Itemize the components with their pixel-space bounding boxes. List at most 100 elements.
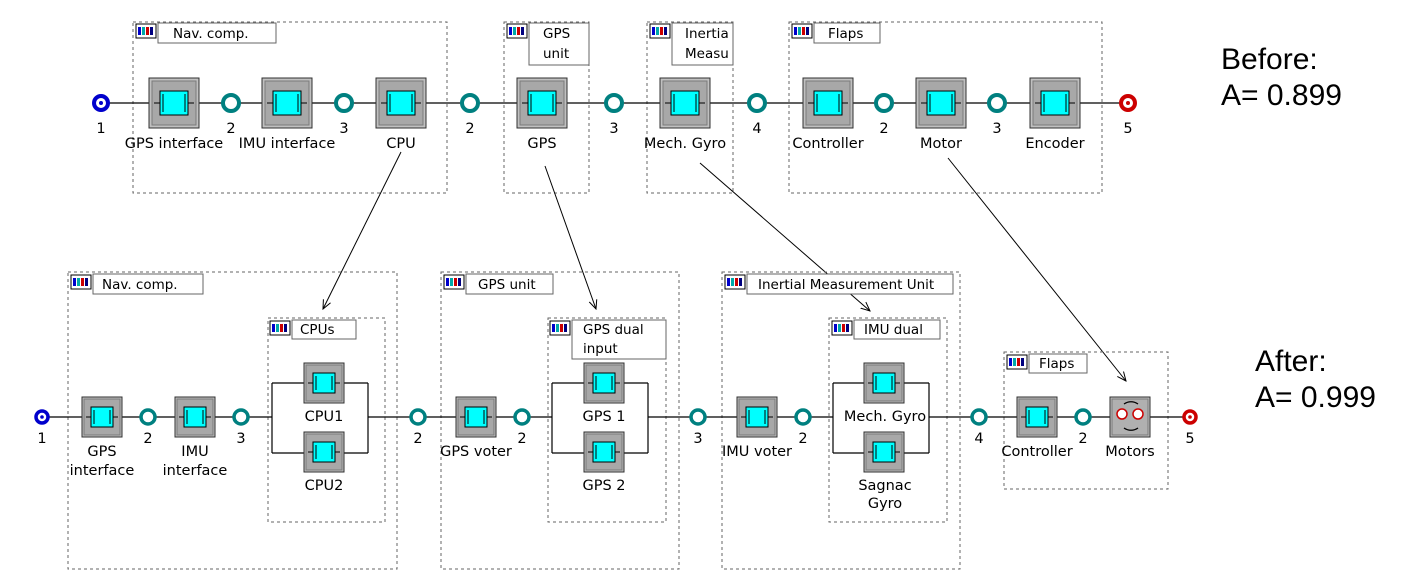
group-title: Flaps bbox=[828, 26, 863, 42]
block-cpu[interactable]: CPU bbox=[375, 77, 427, 152]
block-label-line2: interface bbox=[70, 463, 135, 479]
group-title: Nav. comp. bbox=[173, 26, 249, 42]
arrow-gps-to-gps-dual bbox=[544, 165, 596, 309]
node: 4 bbox=[970, 408, 988, 447]
block-label: GPS 2 bbox=[582, 478, 625, 494]
block-group-icon bbox=[506, 23, 528, 39]
group-title-line1: GPS dual bbox=[583, 322, 644, 338]
node-label: 4 bbox=[974, 431, 983, 447]
block-controller[interactable]: Controller bbox=[1001, 396, 1073, 460]
block-label: Motors bbox=[1105, 444, 1154, 460]
block-label-line2: Gyro bbox=[868, 496, 902, 512]
before-group-inertial: Inertia Measu bbox=[646, 21, 734, 194]
node-label: 3 bbox=[693, 431, 702, 447]
block-label: Encoder bbox=[1025, 136, 1084, 152]
node: 2 bbox=[513, 408, 531, 447]
block-gps[interactable]: GPS bbox=[516, 77, 568, 152]
end-node: 5 bbox=[1119, 94, 1137, 137]
node-label: 3 bbox=[339, 121, 348, 137]
node-label: 2 bbox=[517, 431, 526, 447]
node: 2 bbox=[139, 408, 157, 447]
block-label: CPU1 bbox=[305, 409, 344, 425]
block-label-line1: IMU bbox=[181, 444, 208, 460]
group-title: Inertial Measurement Unit bbox=[758, 277, 934, 293]
block-cpu2[interactable]: CPU2 bbox=[303, 431, 345, 494]
block-group-icon bbox=[549, 320, 571, 336]
block-label-line2: interface bbox=[163, 463, 228, 479]
block-label: GPS 1 bbox=[582, 409, 625, 425]
mapping-arrows bbox=[323, 151, 1126, 381]
group-title: IMU dual bbox=[864, 322, 923, 338]
block-label: Controller bbox=[1001, 444, 1072, 460]
block-gps-interface[interactable]: GPS interface bbox=[70, 396, 135, 479]
group-title: Nav. comp. bbox=[102, 277, 178, 293]
after-group-flaps: Flaps bbox=[1003, 351, 1169, 490]
block-gps1[interactable]: GPS 1 bbox=[582, 362, 626, 425]
before-group-flaps: Flaps bbox=[788, 21, 1103, 194]
block-sagnac-gyro[interactable]: Sagnac Gyro bbox=[858, 431, 912, 512]
node-label: 5 bbox=[1123, 121, 1132, 137]
group-title-line2: Measu bbox=[685, 46, 729, 62]
group-title-line2: unit bbox=[543, 46, 569, 62]
block-group-icon bbox=[724, 274, 746, 290]
group-title-line2: input bbox=[583, 341, 618, 357]
group-title-line1: GPS bbox=[543, 26, 570, 42]
block-cpu1[interactable]: CPU1 bbox=[303, 362, 345, 425]
node: 3 bbox=[987, 93, 1007, 137]
block-group-icon bbox=[649, 23, 671, 39]
node-label: 2 bbox=[413, 431, 422, 447]
after-group-gps-dual: GPS dual input bbox=[547, 317, 667, 523]
block-gps-interface[interactable]: GPS interface bbox=[125, 77, 224, 152]
block-group-icon bbox=[831, 320, 853, 336]
block-label-line1: Sagnac bbox=[858, 478, 911, 494]
node: 4 bbox=[747, 93, 767, 137]
node-label: 1 bbox=[37, 431, 46, 447]
block-imu-interface[interactable]: IMU interface bbox=[239, 77, 336, 152]
node: 2 bbox=[1074, 408, 1092, 447]
node-label: 2 bbox=[879, 121, 888, 137]
block-label: GPS bbox=[527, 136, 556, 152]
block-mech-gyro[interactable]: Mech. Gyro bbox=[644, 77, 726, 152]
block-gps-voter[interactable]: GPS voter bbox=[440, 396, 512, 460]
node-label: 2 bbox=[226, 121, 235, 137]
node-label: 1 bbox=[96, 121, 105, 137]
block-group-icon bbox=[135, 23, 157, 39]
after-group-gps-unit: GPS unit bbox=[440, 271, 680, 570]
block-mech-gyro[interactable]: Mech. Gyro bbox=[844, 362, 926, 425]
node: 3 bbox=[232, 408, 250, 447]
block-group-icon bbox=[70, 274, 92, 290]
after-group-cpus: CPUs bbox=[267, 317, 386, 523]
node: 2 bbox=[221, 93, 241, 137]
block-group-icon bbox=[791, 23, 813, 39]
group-title: GPS unit bbox=[478, 277, 536, 293]
block-label: GPS interface bbox=[125, 136, 224, 152]
group-title: CPUs bbox=[300, 322, 334, 338]
block-imu-voter[interactable]: IMU voter bbox=[722, 396, 792, 460]
node-label: 2 bbox=[143, 431, 152, 447]
block-encoder[interactable]: Encoder bbox=[1025, 77, 1085, 152]
block-group-icon bbox=[443, 274, 465, 290]
block-gps2[interactable]: GPS 2 bbox=[582, 431, 626, 494]
start-node: 1 bbox=[92, 94, 110, 137]
before-diagram: Nav. comp. GPS unit Inertia Measu Flaps bbox=[92, 21, 1137, 194]
block-group-icon bbox=[269, 320, 291, 336]
after-group-inertial: Inertial Measurement Unit bbox=[721, 271, 961, 570]
block-controller[interactable]: Controller bbox=[792, 77, 864, 152]
block-motors[interactable]: Motors bbox=[1105, 396, 1155, 460]
node-label: 2 bbox=[1078, 431, 1087, 447]
node: 2 bbox=[409, 408, 427, 447]
block-label: Controller bbox=[792, 136, 863, 152]
node-label: 3 bbox=[236, 431, 245, 447]
after-value: A= 0.999 bbox=[1255, 381, 1376, 414]
node: 2 bbox=[794, 408, 812, 447]
block-imu-interface[interactable]: IMU interface bbox=[163, 396, 228, 479]
node: 3 bbox=[334, 93, 354, 137]
block-motor[interactable]: Motor bbox=[915, 77, 967, 152]
before-availability: Before: A= 0.899 bbox=[1221, 42, 1342, 114]
group-title-line1: Inertia bbox=[685, 26, 729, 42]
after-diagram: Nav. comp. CPUs GPS unit GPS dual input … bbox=[34, 271, 1198, 570]
arrow-motor-to-motors bbox=[947, 157, 1126, 381]
group-title: Flaps bbox=[1039, 356, 1074, 372]
node-label: 5 bbox=[1185, 431, 1194, 447]
